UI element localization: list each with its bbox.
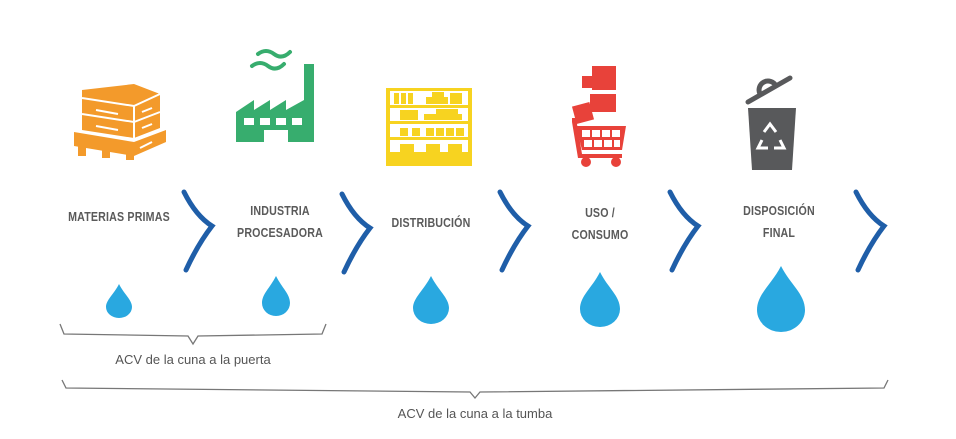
chevron-right-icon <box>339 191 374 275</box>
stage-label-materias: MATERIAS PRIMAS <box>67 206 170 228</box>
bracket-cradle-to-grave <box>61 379 889 400</box>
stage-label-line: PROCESADORA <box>237 225 323 240</box>
stage-label-line: FINAL <box>762 225 796 240</box>
factory-icon <box>236 49 314 142</box>
shopping-cart-icon <box>571 66 626 167</box>
recycle-bin-icon <box>745 75 796 170</box>
stage-label-line: DISPOSICIÓN <box>743 203 815 218</box>
stage-label-industria: INDUSTRIA PROCESADORA <box>232 200 327 244</box>
stage-label-line: MATERIAS PRIMAS <box>68 209 170 224</box>
chevron-right-icon <box>497 189 532 273</box>
store-shelf-icon <box>386 88 472 166</box>
stage-label-uso: USO / CONSUMO <box>559 202 641 246</box>
water-drop-icon <box>757 266 805 332</box>
chevron-right-icon <box>667 189 702 273</box>
stage-label-line: USO / <box>585 205 615 220</box>
stage-label-distribucion: DISTRIBUCIÓN <box>383 212 480 234</box>
water-drop-icon <box>106 284 132 318</box>
stage-label-line: INDUSTRIA <box>250 203 310 218</box>
water-drop-icon <box>413 276 449 324</box>
water-drop-icon <box>262 276 290 316</box>
chevron-right-icon <box>181 189 216 273</box>
water-drop-icon <box>580 272 620 327</box>
stage-label-disposicion: DISPOSICIÓN FINAL <box>734 200 824 244</box>
chevron-right-icon <box>853 189 888 273</box>
caption-cradle-to-grave: ACV de la cuna a la tumba <box>397 406 553 421</box>
caption-cradle-to-gate: ACV de la cuna a la puerta <box>115 352 271 367</box>
stage-label-line: CONSUMO <box>571 227 629 242</box>
bracket-cradle-to-gate <box>59 323 327 346</box>
stage-label-line: DISTRIBUCIÓN <box>391 215 471 230</box>
pallet-boxes-icon <box>74 84 166 160</box>
